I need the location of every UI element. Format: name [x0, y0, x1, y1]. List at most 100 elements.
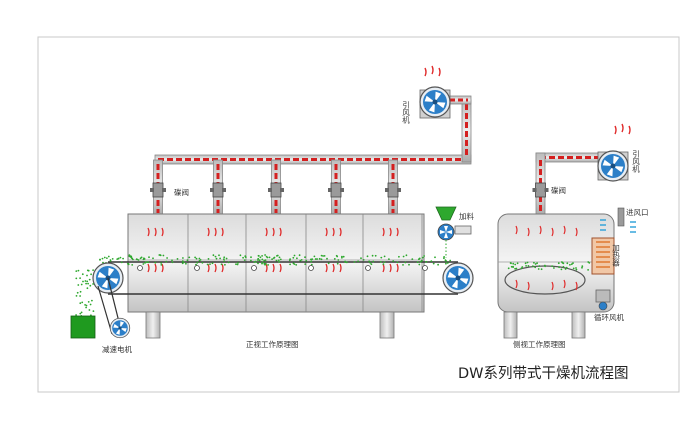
product-particle	[220, 263, 223, 266]
heat-arrow	[265, 227, 268, 237]
product-particle	[446, 262, 449, 264]
side-product-particle	[575, 268, 578, 271]
product-particle	[243, 259, 246, 261]
reduction-motor: 减速电机	[97, 277, 132, 354]
side-product-particle	[514, 263, 517, 266]
product-particle	[109, 259, 112, 261]
product-particle	[445, 260, 448, 262]
product-particle	[371, 254, 374, 257]
side-heat-arrow	[575, 281, 578, 291]
drive-roller-right	[442, 262, 474, 294]
product-particle	[299, 259, 302, 262]
product-particle	[120, 261, 123, 264]
side-product-particle	[557, 262, 560, 265]
side-product-particle	[540, 268, 543, 271]
induced-fan-label: 引风机	[401, 101, 410, 125]
heat-arrow	[154, 263, 157, 273]
product-particle	[360, 257, 362, 260]
product-particle	[218, 254, 220, 257]
damper-label-side: 碟阀	[551, 186, 566, 195]
product-particle	[227, 261, 230, 264]
product-particle	[293, 254, 296, 257]
falling-particle	[75, 314, 77, 316]
product-particle	[211, 262, 214, 265]
product-particle	[313, 255, 316, 258]
product-particle	[207, 258, 210, 260]
side-product-particle	[521, 266, 524, 268]
product-particle	[443, 257, 445, 260]
product-particle	[327, 262, 330, 265]
product-particle	[382, 263, 385, 265]
product-particle	[219, 257, 222, 260]
side-product-particle	[572, 262, 574, 264]
heat-arrow	[147, 263, 150, 273]
front-view: 引风机 加料	[70, 65, 474, 354]
side-product-particle	[509, 262, 512, 264]
falling-particle	[85, 304, 88, 307]
falling-particle	[92, 269, 94, 271]
product-particle	[132, 258, 134, 261]
product-particle	[181, 260, 184, 263]
product-particle	[293, 263, 296, 265]
heat-arrow	[332, 263, 335, 273]
falling-particle	[79, 277, 81, 279]
circulation-fan-label: 循环风机	[594, 312, 624, 322]
product-particle	[261, 258, 264, 261]
product-particle	[117, 257, 120, 260]
product-particle	[244, 256, 247, 259]
induced-fan-front: 引风机	[401, 65, 451, 125]
exhaust-heat-arrows	[424, 65, 441, 77]
product-particle	[418, 263, 421, 266]
falling-particle	[84, 280, 87, 282]
side-induced-fan-label: 引风机	[631, 150, 640, 174]
heat-arrow	[332, 227, 335, 237]
product-particle	[416, 261, 419, 264]
product-particle	[171, 259, 173, 262]
product-particle	[148, 256, 150, 259]
side-product-particle	[572, 267, 575, 270]
product-particle	[322, 255, 324, 257]
side-product-particle	[587, 261, 590, 263]
falling-particle	[81, 273, 84, 276]
falling-particle	[89, 303, 92, 306]
product-particle	[342, 255, 345, 258]
product-particle	[130, 255, 133, 258]
side-product-particle	[534, 266, 537, 269]
product-particle	[195, 257, 198, 260]
side-product-particle	[570, 263, 573, 266]
product-particle	[418, 257, 421, 260]
product-particle	[275, 259, 278, 262]
product-particle	[445, 262, 447, 265]
product-particle	[176, 258, 179, 260]
product-particle	[195, 263, 197, 266]
falling-particle	[82, 280, 84, 283]
side-heat-arrow	[563, 279, 566, 289]
product-particle	[374, 254, 377, 257]
side-heat-arrow	[539, 225, 542, 235]
product-particle	[404, 261, 407, 264]
falling-particle	[81, 301, 84, 304]
heat-arrow	[147, 227, 150, 237]
product-particle	[242, 256, 245, 259]
induced-fan-side: 引风机	[597, 123, 641, 182]
side-product-particle	[575, 267, 577, 269]
side-heat-arrow	[515, 279, 518, 289]
side-product-particle	[527, 265, 530, 267]
product-particle	[237, 262, 239, 264]
falling-particle	[80, 283, 83, 286]
product-particle	[337, 259, 340, 261]
product-particle	[128, 255, 131, 258]
heat-arrow	[272, 227, 275, 237]
product-particle	[277, 259, 280, 262]
product-particle	[264, 259, 267, 262]
product-particle	[146, 261, 149, 263]
falling-particle	[87, 282, 89, 285]
side-view-caption: 侧视工作原理图	[513, 339, 566, 349]
product-particle	[136, 258, 139, 261]
product-particle	[239, 254, 242, 257]
falling-particle	[92, 310, 95, 312]
product-particle	[295, 264, 298, 266]
belt-roller	[251, 265, 257, 271]
product-particle	[419, 260, 422, 263]
heat-arrow	[389, 227, 392, 237]
